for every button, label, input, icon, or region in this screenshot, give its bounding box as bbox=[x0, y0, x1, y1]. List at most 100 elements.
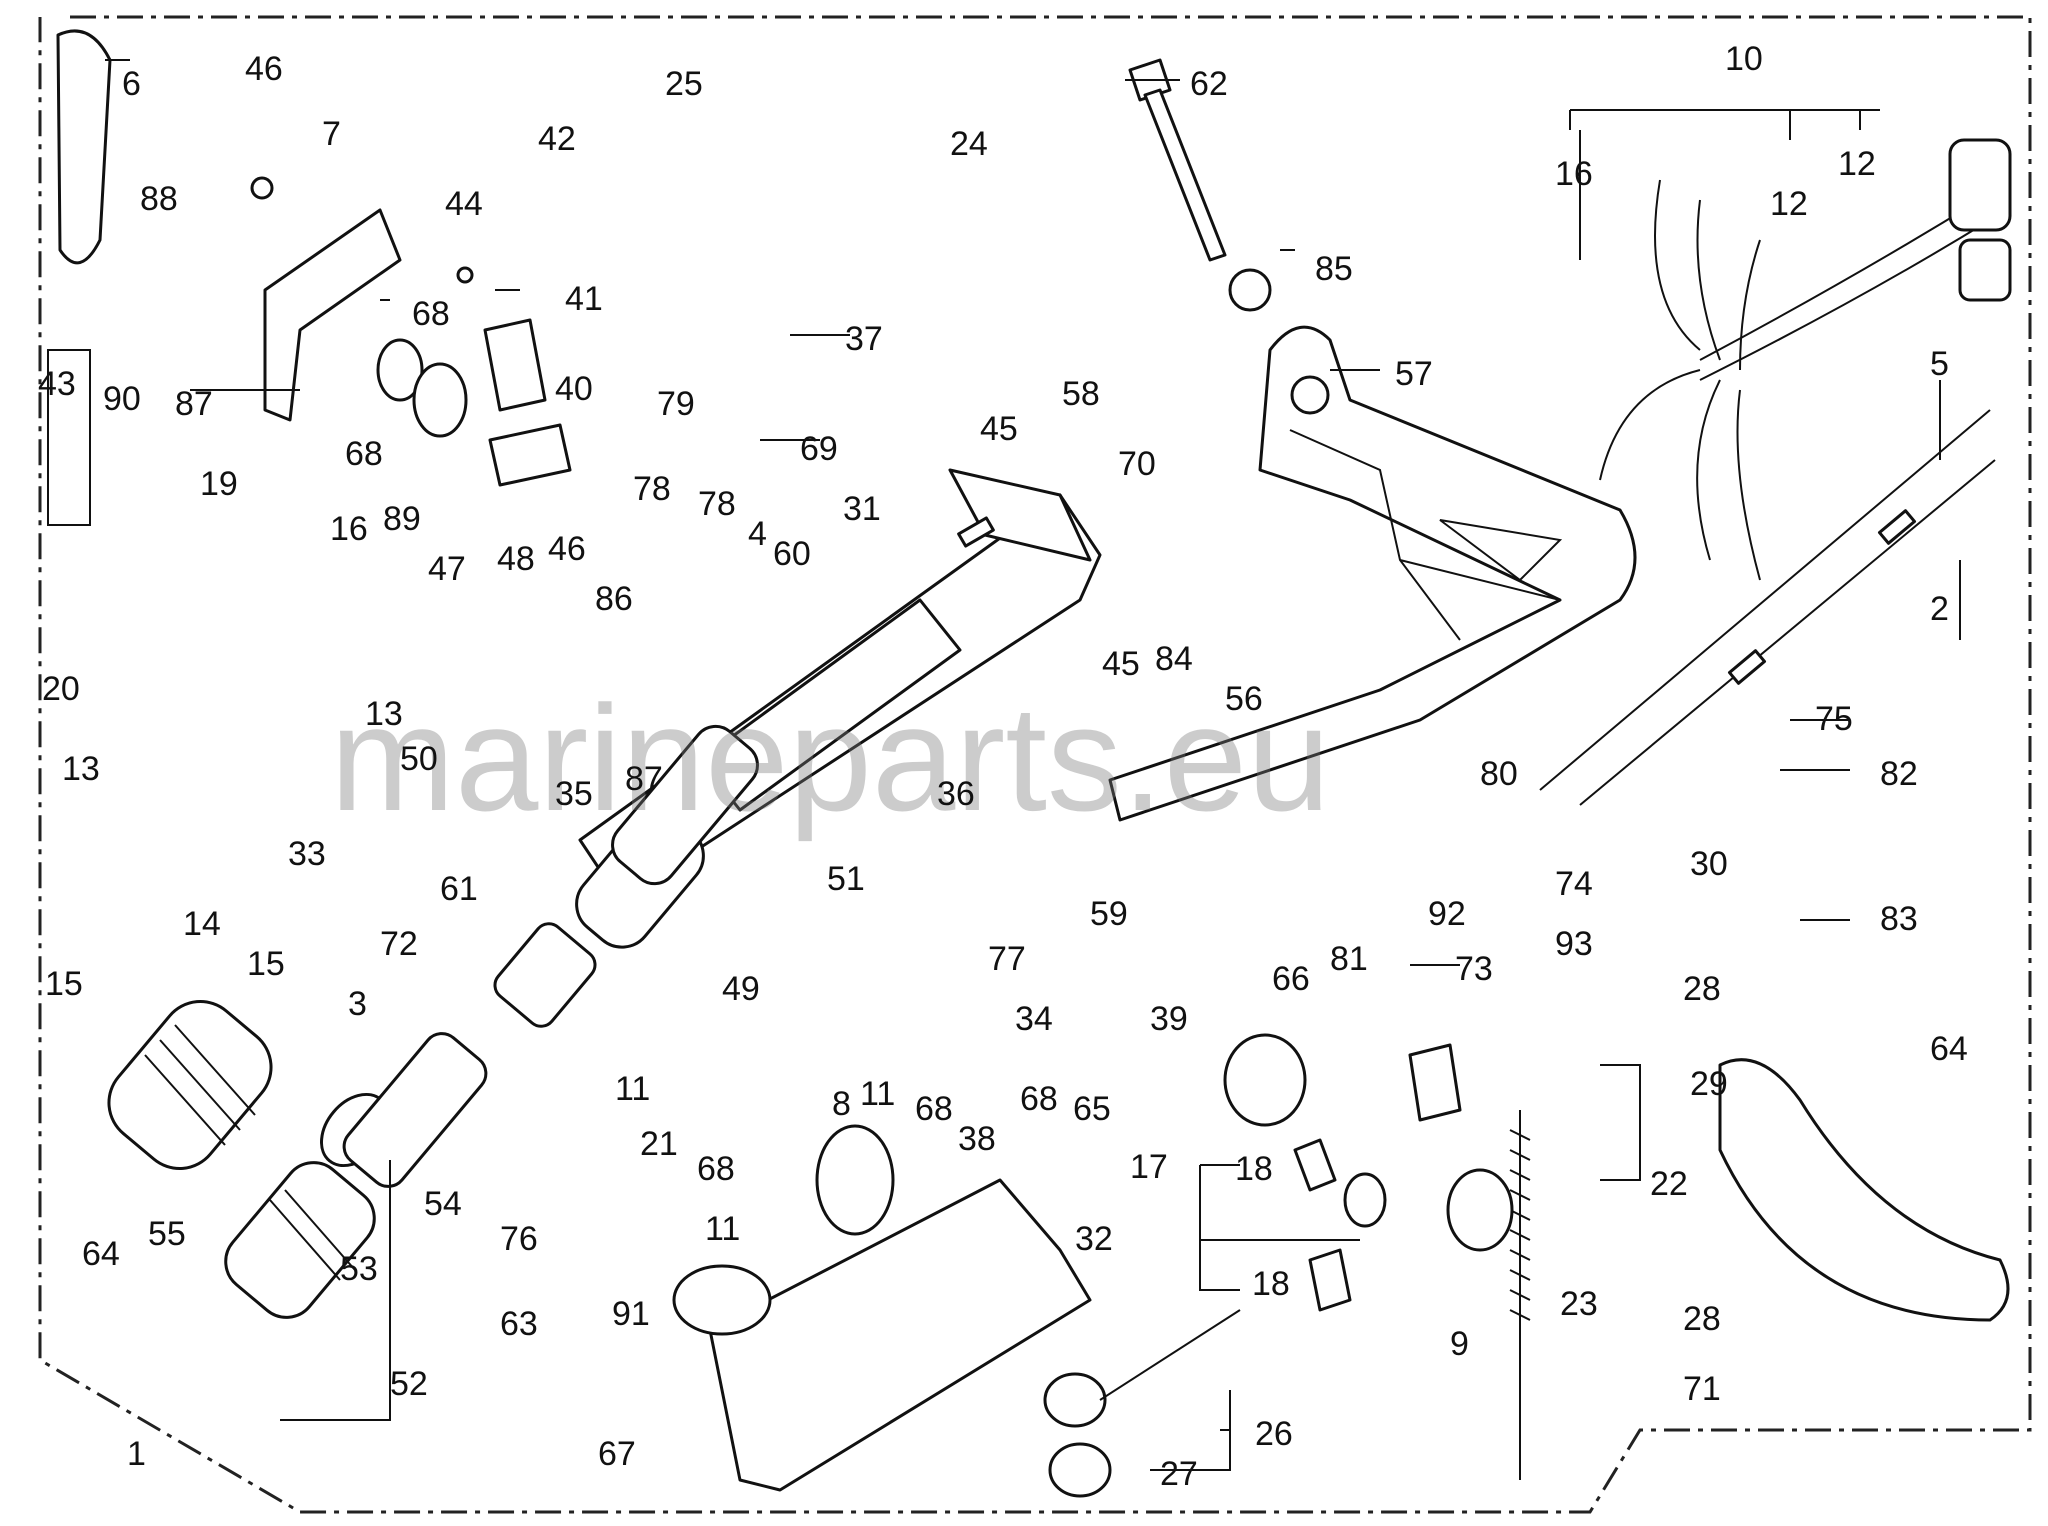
callout-64: 64 bbox=[82, 1235, 120, 1273]
callout-58: 58 bbox=[1062, 375, 1100, 413]
callout-7: 7 bbox=[322, 115, 341, 153]
assembly-outline bbox=[38, 15, 2032, 1514]
callout-81: 81 bbox=[1330, 940, 1368, 978]
callout-44: 44 bbox=[445, 185, 483, 223]
stop-switch-part bbox=[1408, 1043, 1531, 1480]
callout-62: 62 bbox=[1190, 65, 1228, 103]
throttle-grip-part bbox=[107, 724, 759, 1319]
callout-18: 18 bbox=[1252, 1265, 1290, 1303]
callout-80: 80 bbox=[1480, 755, 1518, 793]
callout-13: 13 bbox=[365, 695, 403, 733]
friction-assembly-part bbox=[250, 176, 572, 487]
callout-74: 74 bbox=[1555, 865, 1593, 903]
ignition-switch-part bbox=[1223, 1033, 1387, 1312]
shift-handle-part bbox=[1718, 1058, 2010, 1322]
callout-35: 35 bbox=[555, 775, 593, 813]
callout-25: 25 bbox=[665, 65, 703, 103]
callout-68: 68 bbox=[412, 295, 450, 333]
callout-38: 38 bbox=[958, 1120, 996, 1158]
callout-78: 78 bbox=[698, 485, 736, 523]
callout-46: 46 bbox=[548, 530, 586, 568]
callout-11: 11 bbox=[860, 1075, 895, 1113]
callout-33: 33 bbox=[288, 835, 326, 873]
throttle-cables-part bbox=[1539, 409, 1996, 806]
callout-45: 45 bbox=[1102, 645, 1140, 683]
lower-case-part bbox=[708, 1178, 1092, 1492]
end-cap-part bbox=[672, 1264, 772, 1336]
callout-68: 68 bbox=[697, 1150, 735, 1188]
callout-37: 37 bbox=[845, 320, 883, 358]
tiller-bracket-part bbox=[1108, 325, 1637, 822]
part-43-frame bbox=[47, 349, 91, 526]
callout-6: 6 bbox=[122, 65, 141, 103]
callout-57: 57 bbox=[1395, 355, 1433, 393]
callout-20: 20 bbox=[42, 670, 80, 708]
callout-5: 5 bbox=[1930, 345, 1949, 383]
callout-15: 15 bbox=[247, 945, 285, 983]
callout-40: 40 bbox=[555, 370, 593, 408]
callout-41: 41 bbox=[565, 280, 603, 318]
callout-86: 86 bbox=[595, 580, 633, 618]
callout-labels: 6 46 7 42 25 24 62 10 88 44 16 12 12 68 … bbox=[38, 40, 1968, 1493]
callout-79: 79 bbox=[657, 385, 695, 423]
knob-part bbox=[56, 29, 112, 265]
callout-51: 51 bbox=[827, 860, 865, 898]
callout-27: 27 bbox=[1160, 1455, 1198, 1493]
callout-28: 28 bbox=[1683, 970, 1721, 1008]
callout-75: 75 bbox=[1815, 700, 1853, 738]
callout-24: 24 bbox=[950, 125, 988, 163]
callout-32: 32 bbox=[1075, 1220, 1113, 1258]
callout-21: 21 bbox=[640, 1125, 678, 1163]
callout-17: 17 bbox=[1130, 1148, 1168, 1186]
callout-43: 43 bbox=[38, 365, 76, 403]
callout-34: 34 bbox=[1015, 1000, 1053, 1038]
callout-87: 87 bbox=[625, 760, 663, 798]
callout-12: 12 bbox=[1838, 145, 1876, 183]
leader-lines bbox=[105, 59, 1961, 1471]
callout-77: 77 bbox=[988, 940, 1026, 978]
callout-11: 11 bbox=[615, 1070, 650, 1108]
callout-67: 67 bbox=[598, 1435, 636, 1473]
callout-70: 70 bbox=[1118, 445, 1156, 483]
callout-22: 22 bbox=[1650, 1165, 1688, 1203]
callout-92: 92 bbox=[1428, 895, 1466, 933]
callout-84: 84 bbox=[1155, 640, 1193, 678]
callout-68: 68 bbox=[345, 435, 383, 473]
callout-71: 71 bbox=[1683, 1370, 1721, 1408]
callout-91: 91 bbox=[612, 1295, 650, 1333]
callout-73: 73 bbox=[1455, 950, 1493, 988]
callout-63: 63 bbox=[500, 1305, 538, 1343]
callout-83: 83 bbox=[1880, 900, 1918, 938]
callout-50: 50 bbox=[400, 740, 438, 778]
callout-55: 55 bbox=[148, 1215, 186, 1253]
callout-60: 60 bbox=[773, 535, 811, 573]
callout-45: 45 bbox=[980, 410, 1018, 448]
callout-16: 16 bbox=[330, 510, 368, 548]
callout-52: 52 bbox=[390, 1365, 428, 1403]
callout-8: 8 bbox=[832, 1085, 851, 1123]
callout-28: 28 bbox=[1683, 1300, 1721, 1338]
callout-66: 66 bbox=[1272, 960, 1310, 998]
callout-18: 18 bbox=[1235, 1150, 1273, 1188]
watermark: marineparts.eu bbox=[330, 674, 1331, 842]
callout-10: 10 bbox=[1725, 40, 1763, 78]
callout-3: 3 bbox=[348, 985, 367, 1023]
callout-26: 26 bbox=[1255, 1415, 1293, 1453]
callout-12: 12 bbox=[1770, 185, 1808, 223]
wiring-harness-part bbox=[1599, 138, 2012, 581]
callout-88: 88 bbox=[140, 180, 178, 218]
callout-13: 13 bbox=[62, 750, 100, 788]
callout-89: 89 bbox=[383, 500, 421, 538]
callout-36: 36 bbox=[937, 775, 975, 813]
callout-31: 31 bbox=[843, 490, 881, 528]
trim-switch-part bbox=[1043, 1309, 1241, 1498]
callout-1: 1 bbox=[127, 1435, 146, 1473]
callout-48: 48 bbox=[497, 540, 535, 578]
callout-23: 23 bbox=[1560, 1285, 1598, 1323]
callout-82: 82 bbox=[1880, 755, 1918, 793]
callout-9: 9 bbox=[1450, 1325, 1469, 1363]
pivot-bolt-part bbox=[1128, 58, 1272, 312]
sleeve-8-part bbox=[815, 1124, 895, 1236]
callout-14: 14 bbox=[183, 905, 221, 943]
callout-15: 15 bbox=[45, 965, 83, 1003]
